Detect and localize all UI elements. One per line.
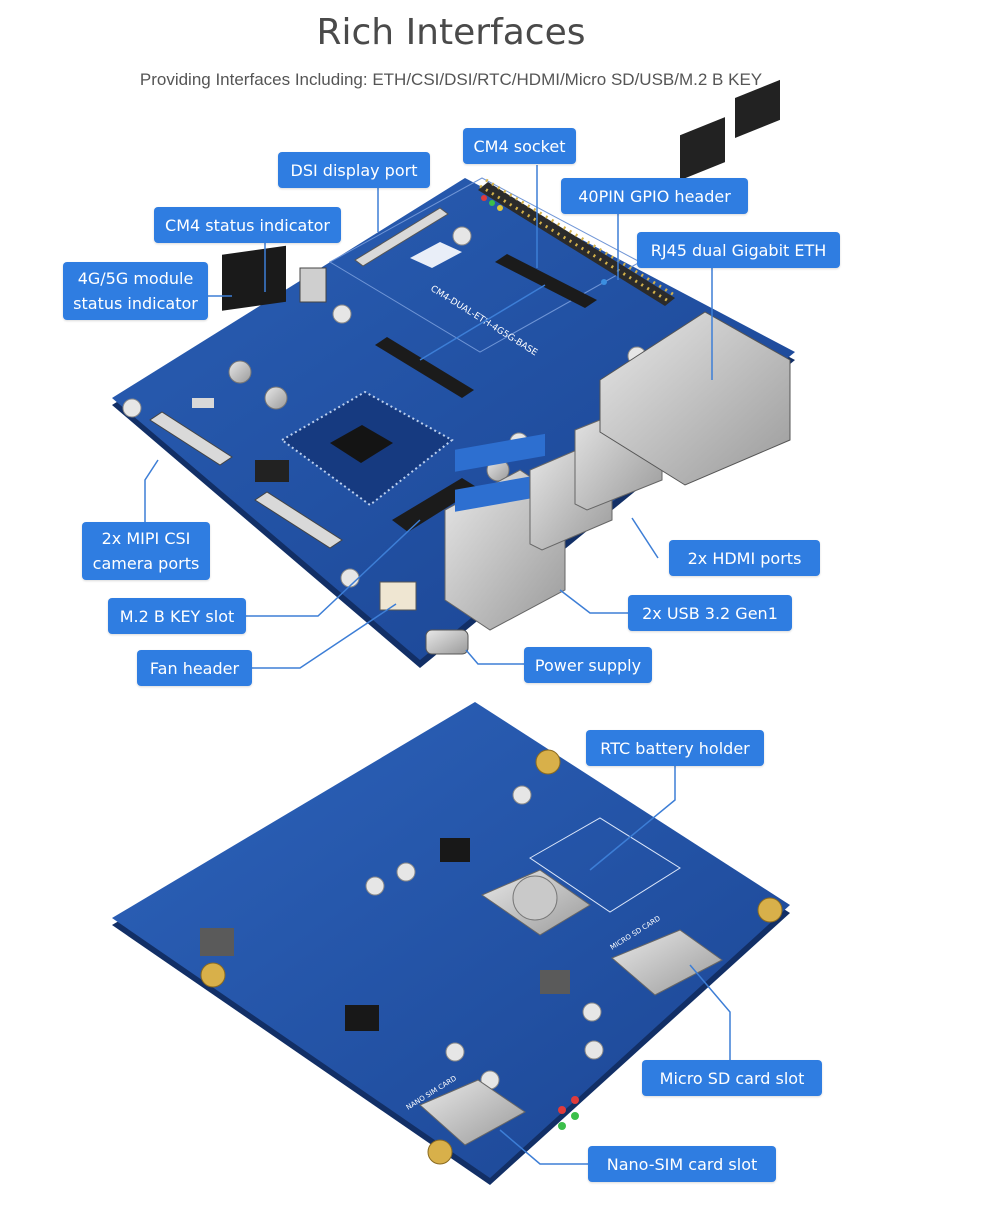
mount-hole (582, 1002, 602, 1022)
usb-c-connector (425, 629, 469, 655)
label-text: RJ45 dual Gigabit ETH (650, 240, 827, 260)
label-text: RTC battery holder (600, 738, 750, 758)
nanosim-slot (419, 1079, 526, 1146)
label-text: 2x HDMI ports (687, 548, 802, 568)
leader-usb (559, 589, 628, 614)
mount-hole (512, 785, 532, 805)
csi-connector-1 (149, 411, 233, 466)
component (192, 398, 214, 408)
bottom-board: MICRO SD CARD NANO SIM CARD (112, 702, 790, 1185)
mount-hole (340, 568, 360, 588)
led (558, 1106, 566, 1114)
component (255, 460, 289, 482)
label-rj45-dual-gigabit-eth: RJ45 dual Gigabit ETH (637, 232, 840, 268)
fan-header-connector (379, 581, 417, 611)
inductor (540, 970, 570, 994)
silkscreen-box (529, 817, 681, 913)
top-board: CM4-DUAL-ETH-4G5G-BASE (112, 79, 795, 668)
dsi-connector (354, 207, 449, 267)
label-dsi-display-port: DSI display port (278, 152, 430, 188)
white-panel (410, 242, 462, 268)
label-rtc-battery-holder: RTC battery holder (586, 730, 764, 766)
led (571, 1112, 579, 1120)
brass-standoff (200, 962, 226, 988)
label-text: camera ports (92, 554, 200, 573)
label-fan-header: Fan header (137, 650, 252, 686)
label-text: 40PIN GPIO header (578, 186, 731, 206)
label-text: CM4 socket (473, 136, 566, 156)
leader-rtc (589, 766, 676, 871)
csi-connector-2 (254, 491, 343, 549)
label-hdmi-ports: 2x HDMI ports (669, 540, 820, 576)
label-m2-b-key-slot: M.2 B KEY slot (108, 598, 246, 634)
label-text: Nano-SIM card slot (606, 1154, 758, 1174)
led (571, 1096, 579, 1104)
leader-csi (144, 459, 159, 526)
inductor (200, 928, 234, 956)
slide-switch (299, 267, 327, 303)
brass-standoff (427, 1139, 453, 1165)
mount-hole (122, 398, 142, 418)
leader-nanosim (499, 1129, 588, 1165)
label-mipi-csi-camera-ports: 2x MIPI CSI camera ports (82, 522, 210, 580)
rtc-coin (512, 875, 558, 921)
leader-microsd (689, 964, 731, 1080)
label-text: Fan header (149, 658, 240, 678)
chip (440, 838, 470, 862)
label-text: Power supply (534, 655, 642, 675)
label-cm4-socket: CM4 socket (463, 128, 576, 164)
mount-hole (365, 876, 385, 896)
label-micro-sd-card-slot: Micro SD card slot (642, 1060, 822, 1096)
label-40pin-gpio-header: 40PIN GPIO header (561, 178, 748, 214)
mount-hole (445, 1042, 465, 1062)
chip (345, 1005, 379, 1031)
mount-hole (332, 304, 352, 324)
gpio-header (478, 178, 677, 306)
page-subtitle: Providing Interfaces Including: ETH/CSI/… (139, 70, 763, 89)
cm4-socket-connector-1 (495, 254, 597, 308)
cm4-socket-connector-2 (375, 337, 474, 398)
label-module-status-indicator: 4G/5G module status indicator (63, 262, 208, 320)
heatsink (222, 245, 286, 311)
bottom-board-pcb (112, 702, 790, 1178)
rj45-connector (599, 79, 791, 486)
mount-hole (452, 226, 472, 246)
label-text: CM4 status indicator (165, 215, 330, 235)
brass-standoff (757, 897, 783, 923)
label-cm4-status-indicator: CM4 status indicator (154, 207, 341, 243)
label-text: status indicator (73, 294, 198, 313)
label-text: 2x MIPI CSI (101, 529, 191, 548)
label-nano-sim-card-slot: Nano-SIM card slot (588, 1146, 776, 1182)
label-text: 2x USB 3.2 Gen1 (642, 603, 778, 623)
main-chip (330, 425, 393, 463)
brass-standoff (535, 749, 561, 775)
standoff (228, 360, 252, 384)
microsd-slot (611, 929, 723, 996)
leader-cm4-socket-2 (419, 284, 546, 361)
led (558, 1122, 566, 1130)
label-text: 4G/5G module (77, 269, 194, 288)
mount-hole (396, 862, 416, 882)
mount-hole (584, 1040, 604, 1060)
label-text: Micro SD card slot (659, 1068, 805, 1088)
leader-m2 (246, 519, 421, 617)
leader-power (465, 649, 524, 665)
standoff (264, 386, 288, 410)
leader-fan (252, 603, 397, 669)
leader-hdmi (631, 517, 659, 559)
page-title: Rich Interfaces (316, 12, 586, 53)
leader-lines (144, 165, 731, 1165)
label-usb-3-2-gen1: 2x USB 3.2 Gen1 (628, 595, 792, 631)
label-text: DSI display port (290, 160, 418, 180)
label-text: M.2 B KEY slot (119, 606, 235, 626)
label-power-supply: Power supply (524, 647, 652, 683)
